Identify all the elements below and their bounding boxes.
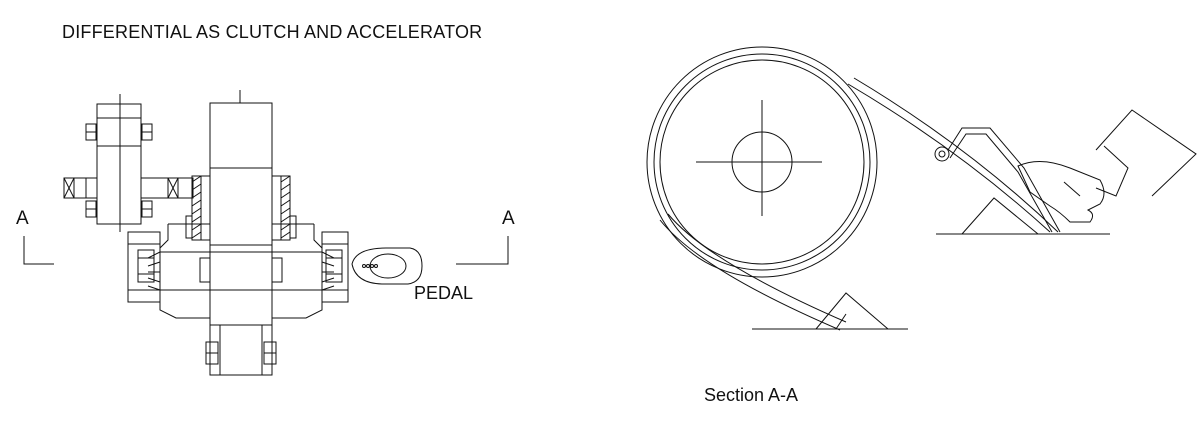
section-line-left: [24, 236, 54, 264]
pedal-arm: [935, 128, 1060, 232]
pedal-label: PEDAL: [414, 283, 474, 303]
right-bearing-block: [322, 232, 348, 302]
section-marker-right: A: [502, 208, 515, 229]
foot: [1018, 110, 1196, 222]
pedal-cam: [352, 248, 422, 284]
drum: [647, 47, 877, 277]
side-shaft-housing: [64, 94, 193, 232]
section-view: [647, 47, 1196, 330]
section-marker-left: A: [16, 208, 29, 229]
differential-casing: [148, 224, 334, 318]
differential-plan-view: [24, 90, 508, 375]
left-bearing-block: [128, 232, 160, 302]
pedal-support: [936, 198, 1110, 234]
lower-support: [752, 293, 908, 329]
cable: [660, 78, 1058, 330]
main-vertical-shaft: [210, 90, 272, 375]
clutch-plates: [186, 176, 296, 240]
lower-bearings: [206, 342, 276, 364]
drawing-title: DIFFERENTIAL AS CLUTCH AND ACCELERATOR: [62, 22, 483, 42]
section-caption: Section A-A: [704, 385, 799, 405]
section-line-right: [456, 236, 508, 264]
